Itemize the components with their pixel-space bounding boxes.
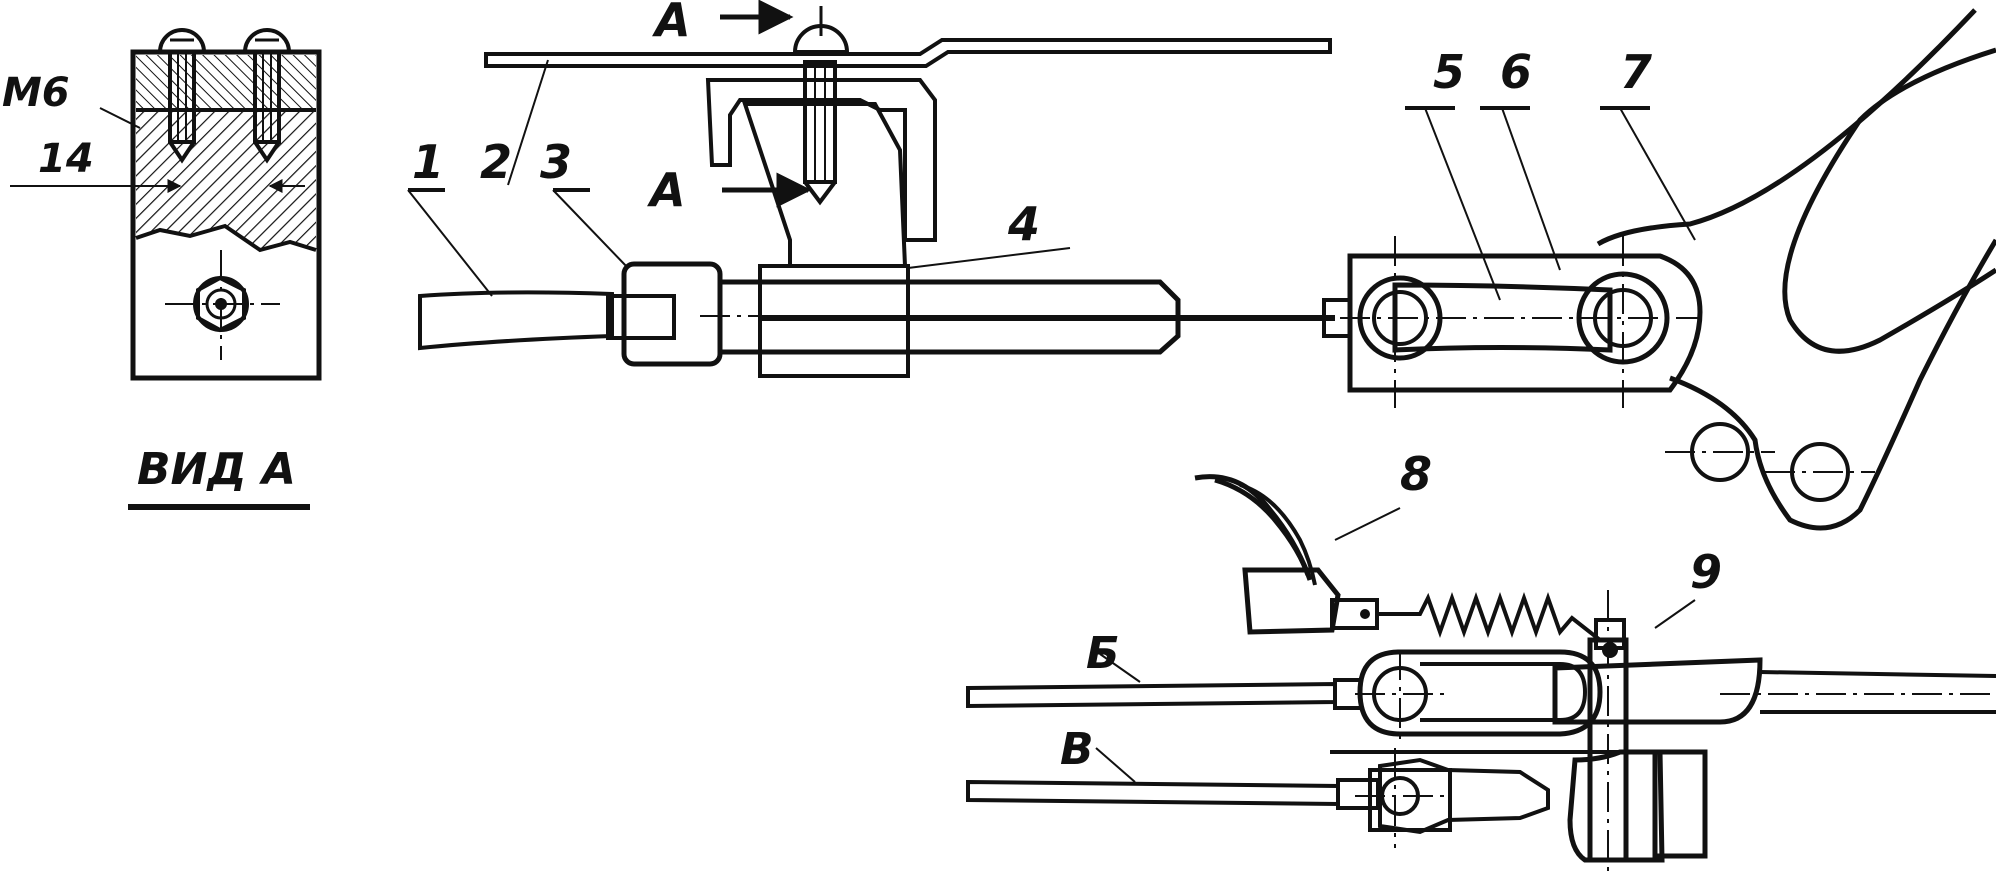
part-label-leaders bbox=[407, 59, 1696, 629]
part-number-5: 5 bbox=[1433, 45, 1465, 99]
fork-link-v bbox=[1355, 748, 1550, 848]
cable-b bbox=[966, 678, 1377, 710]
part-number-7: 7 bbox=[1620, 45, 1652, 99]
cable-label-b: Б bbox=[1086, 628, 1120, 679]
section-mark-middle: А bbox=[647, 163, 686, 217]
spring bbox=[1378, 591, 1602, 642]
pedal-arm-part-7 bbox=[1596, 8, 1996, 531]
part-number-4: 4 bbox=[1007, 197, 1040, 251]
cable-label-v: В bbox=[1060, 724, 1094, 775]
adjuster-nut-part-3 bbox=[606, 261, 723, 367]
part-number-6: 6 bbox=[1500, 45, 1532, 99]
thread-label: М6 bbox=[2, 70, 70, 116]
part-number-8: 8 bbox=[1400, 447, 1432, 501]
part-number-9: 9 bbox=[1690, 545, 1722, 599]
view-a-screw-right bbox=[242, 28, 292, 164]
view-a-screw-left bbox=[157, 28, 207, 164]
view-a-section bbox=[10, 28, 322, 510]
bracket bbox=[705, 60, 937, 268]
section-mark-top: А bbox=[652, 0, 691, 47]
dimension-label: 14 bbox=[38, 136, 94, 182]
fork-link-b bbox=[1355, 649, 1603, 740]
part-number-1: 1 bbox=[412, 135, 444, 189]
lever-housing-part-6 bbox=[1322, 236, 1703, 408]
cable-v bbox=[966, 778, 1380, 810]
knurled-knob-part-8 bbox=[1194, 474, 1379, 635]
cable-housing-part-1 bbox=[418, 290, 614, 351]
part-number-2: 2 bbox=[480, 135, 512, 189]
panel-part-2 bbox=[484, 38, 1332, 68]
view-a-title: ВИД А bbox=[137, 444, 296, 495]
section-mark-top-arrow bbox=[720, 0, 850, 54]
view-a-hex-nut bbox=[165, 250, 280, 360]
sleeve-part-4 bbox=[700, 264, 1335, 378]
pivot-shaft-part-9 bbox=[1330, 590, 1996, 872]
part-number-3: 3 bbox=[540, 135, 572, 189]
cable-label-leaders bbox=[1095, 653, 1141, 783]
